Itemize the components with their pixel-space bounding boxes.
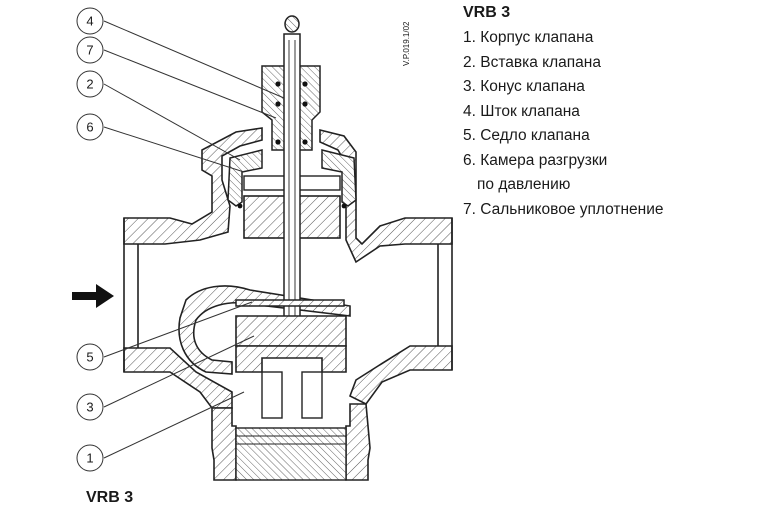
legend-item-5: 5. Седло клапана xyxy=(463,127,590,144)
svg-text:4: 4 xyxy=(86,14,93,29)
svg-text:3: 3 xyxy=(86,400,93,415)
svg-text:5: 5 xyxy=(86,350,93,365)
legend-item-3: 3. Конус клапана xyxy=(463,78,585,95)
legend-item-2: 2. Вставка клапана xyxy=(463,53,601,71)
callout-6: 6 xyxy=(76,113,104,141)
svg-text:6: 6 xyxy=(86,120,93,135)
callout-2: 2 xyxy=(76,70,104,98)
bottom-plug xyxy=(235,427,347,481)
legend-item-4: 4. Шток клапана xyxy=(463,102,580,120)
legend-item-7: 7. Сальниковое уплотнение xyxy=(463,200,664,218)
valve-stem xyxy=(283,15,301,335)
svg-text:7: 7 xyxy=(86,43,93,58)
svg-text:1: 1 xyxy=(86,451,93,466)
legend-item-6: 6. Камера разгрузки xyxy=(463,151,608,169)
callout-3: 3 xyxy=(76,393,104,421)
callout-5: 5 xyxy=(76,343,104,371)
callout-4: 4 xyxy=(76,7,104,35)
valve-insert xyxy=(227,149,357,207)
callout-7: 7 xyxy=(76,36,104,64)
valve-cone xyxy=(235,315,347,373)
svg-text:2: 2 xyxy=(86,77,93,92)
legend-item-1: 1. Корпус клапана xyxy=(463,29,594,46)
bottom-title: VRB 3 xyxy=(86,489,134,506)
callout-1: 1 xyxy=(76,444,104,472)
legend: VRB 3 1. Корпус клапана 2. Вставка клапа… xyxy=(463,4,763,222)
flow-arrow xyxy=(72,284,114,308)
drawing-code: V.P.019.1/02 xyxy=(402,21,411,67)
valve-seat xyxy=(235,299,345,307)
legend-title: VRB 3 xyxy=(463,4,511,21)
legend-item-6-continuation: по давлению xyxy=(477,176,571,193)
